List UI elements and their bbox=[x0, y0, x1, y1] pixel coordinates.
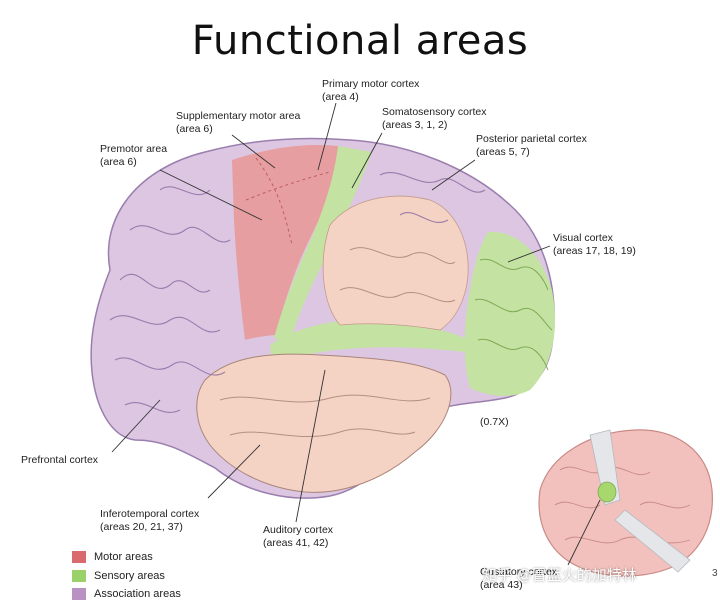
legend-label-association: Association areas bbox=[94, 588, 181, 600]
label-gustatory-cortex: Gustatory cortex(area 43) bbox=[480, 566, 558, 591]
label-primary-motor-cortex: Primary motor cortex(area 4) bbox=[322, 78, 420, 103]
legend-item-sensory: Sensory areas bbox=[72, 569, 165, 583]
legend-swatch-sensory bbox=[72, 570, 86, 582]
label-posterior-parietal-cortex: Posterior parietal cortex(areas 5, 7) bbox=[476, 133, 587, 158]
page-number: 3 bbox=[712, 568, 718, 579]
label-supplementary-motor-area: Supplementary motor area(area 6) bbox=[176, 110, 301, 135]
label-visual-cortex: Visual cortex(areas 17, 18, 19) bbox=[553, 232, 636, 257]
visual-cortex-region bbox=[464, 231, 556, 396]
temporal-lobe-region bbox=[196, 353, 452, 493]
legend-swatch-motor bbox=[72, 551, 86, 563]
label-scale: (0.7X) bbox=[480, 416, 509, 428]
legend-item-association: Association areas bbox=[72, 587, 181, 601]
label-prefrontal-cortex: Prefrontal cortex bbox=[21, 454, 99, 466]
parietal-peach-region bbox=[322, 195, 469, 331]
label-premotor-area: Premotor area(area 6) bbox=[100, 143, 168, 168]
auditory-strip-region bbox=[270, 319, 465, 362]
slide-title: Functional areas bbox=[191, 18, 529, 64]
legend-swatch-association bbox=[72, 588, 86, 600]
legend-item-motor: Motor areas bbox=[72, 550, 153, 564]
visual-gyri-lines bbox=[474, 258, 553, 371]
small-brain-medial-view bbox=[538, 429, 713, 577]
somatosensory-region bbox=[274, 146, 372, 342]
label-somatosensory-cortex: Somatosensory cortex(areas 3, 1, 2) bbox=[382, 106, 487, 131]
leader-lines bbox=[111, 102, 601, 566]
temporal-gyri-lines bbox=[219, 247, 456, 438]
legend-label-motor: Motor areas bbox=[94, 551, 153, 563]
gustatory-cortex-region bbox=[597, 481, 617, 503]
watermark: 知乎 @冒蓝火的加特林 bbox=[482, 566, 637, 584]
label-auditory-cortex: Auditory cortex(areas 41, 42) bbox=[263, 524, 334, 549]
legend-label-sensory: Sensory areas bbox=[94, 570, 165, 582]
label-inferotemporal-cortex: Inferotemporal cortex(areas 20, 21, 37) bbox=[100, 508, 200, 533]
